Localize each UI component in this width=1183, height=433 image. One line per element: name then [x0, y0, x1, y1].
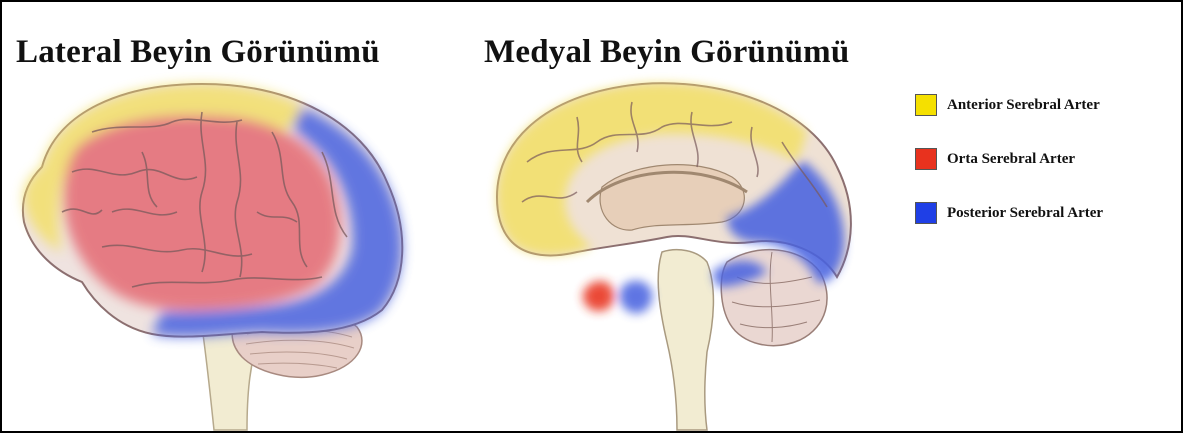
legend-label-anterior: Anterior Serebral Arter: [947, 97, 1100, 114]
legend-item-posterior: Posterior Serebral Arter: [915, 202, 1103, 224]
legend-swatch-middle: [915, 148, 937, 170]
legend-swatch-posterior: [915, 202, 937, 224]
medial-brain-diagram: [482, 72, 882, 432]
medial-posterior-temporal: [620, 281, 653, 314]
legend-swatch-anterior: [915, 94, 937, 116]
legend-item-anterior: Anterior Serebral Arter: [915, 94, 1100, 116]
medial-middle-territory: [583, 281, 614, 311]
medial-brainstem: [658, 250, 713, 430]
legend-item-middle: Orta Serebral Arter: [915, 148, 1075, 170]
lateral-view-title: Lateral Beyin Görünümü: [16, 34, 380, 71]
medial-view-title: Medyal Beyin Görünümü: [484, 34, 849, 71]
legend-label-posterior: Posterior Serebral Arter: [947, 205, 1103, 222]
lateral-brain-diagram: [2, 72, 422, 432]
legend-label-middle: Orta Serebral Arter: [947, 151, 1075, 168]
